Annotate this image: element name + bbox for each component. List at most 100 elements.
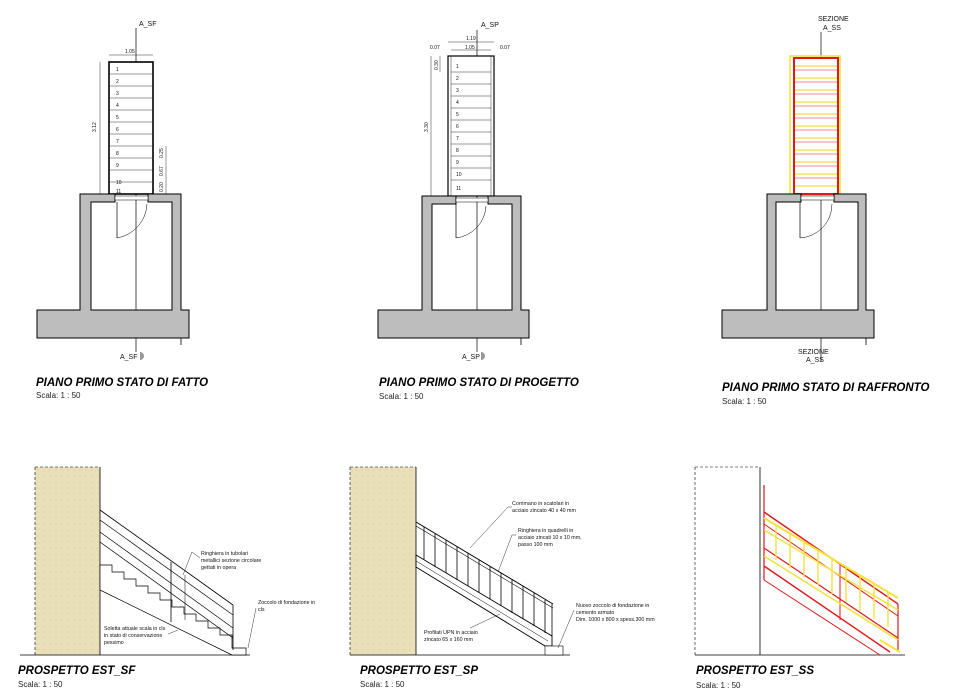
svg-text:gettati in opera: gettati in opera [201,565,236,571]
svg-text:cemento armato: cemento armato [576,610,614,616]
handrail [415,521,554,605]
wall-section [36,193,190,339]
plan-title: PIANO PRIMO STATO DI RAFFRONTO [722,382,929,394]
svg-text:2: 2 [116,79,119,85]
dim-c: 0.20 [159,182,165,192]
elevation-est-sp: Corrimano in scatolari in acciaio zincat… [349,466,655,689]
wall-section [721,193,875,339]
railing-balusters [423,527,553,637]
note-slab: Soletta attuale scala in cls in stato di… [104,626,166,646]
new-plinth [544,645,564,656]
svg-text:5: 5 [116,115,119,121]
svg-text:11: 11 [456,186,461,192]
svg-text:Soletta attuale scala in cls: Soletta attuale scala in cls [104,626,166,632]
section-label-top: A_SF [139,21,157,28]
dim-length: 3.12 [92,122,98,132]
svg-text:8: 8 [456,148,459,154]
svg-text:cls: cls [258,607,265,613]
section-label-bottom-1: SEZIONE [798,349,829,356]
svg-text:9: 9 [456,160,459,166]
svg-text:Corrimano in scatolari in: Corrimano in scatolari in [512,501,569,507]
svg-text:Ringhiera in quadrelli in: Ringhiera in quadrelli in [518,528,573,534]
plan-scale: Scala: 1 : 50 [36,391,81,400]
section-arrow-icon [481,352,485,360]
svg-text:acciaio zincati 10 x 10 mm,: acciaio zincati 10 x 10 mm, [518,535,582,541]
railing-top [99,509,234,606]
svg-text:11: 11 [116,189,121,195]
svg-text:3: 3 [456,88,459,94]
plan-stato-di-raffronto: SEZIONE A_SS SEZIONE A_SS PIANO PRIMO ST… [721,16,929,406]
svg-text:pessimo: pessimo [104,640,124,646]
svg-text:acciaio zincato 40 x 40 mm: acciaio zincato 40 x 40 mm [512,508,576,514]
dim-length: 3.30 [424,122,430,132]
elevation-scale: Scala: 1 : 50 [18,680,63,689]
concrete-stair [99,564,247,656]
dim-a: 0.25 [159,148,165,158]
note-plinth: Nuovo zoccolo di fondazione in cemento a… [576,603,655,623]
section-arrow-icon [140,352,144,360]
wall-elevation [35,467,100,655]
stair-treads [110,73,152,183]
svg-text:Ringhiera in tubolari: Ringhiera in tubolari [201,551,248,557]
plan-stato-di-progetto: A_SP A_SP 1 2 3 4 5 6 7 8 9 10 11 1.19 1.05 0… [377,22,579,401]
dim-b: 0.67 [159,166,165,176]
elevation-title: PROSPETTO EST_SS [696,665,814,677]
stair-treads-demolition [795,69,837,179]
plan-scale: Scala: 1 : 50 [379,392,424,401]
svg-text:Zoccolo di fondazione in: Zoccolo di fondazione in [258,600,315,606]
elevation-scale: Scala: 1 : 50 [360,680,405,689]
section-label-bottom: A_SF [120,354,138,361]
stair-treads-new [795,65,837,187]
note-railing: Ringhiera in quadrelli in acciaio zincat… [518,528,582,548]
svg-text:1: 1 [456,64,459,70]
svg-text:in stato di conservazione: in stato di conservazione [104,633,162,639]
svg-text:Dim. 1000 x 800 x spess.300 mm: Dim. 1000 x 800 x spess.300 mm [576,617,655,623]
svg-text:10: 10 [116,180,122,186]
wall-elevation [350,467,416,655]
svg-text:6: 6 [116,127,119,133]
svg-text:9: 9 [116,163,119,169]
wall-section [377,195,530,339]
dim-left: 0.07 [430,45,440,51]
svg-text:metallici sezione circolare: metallici sezione circolare [201,558,261,564]
note-plinth: Zoccolo di fondazione in cls [258,600,315,613]
plan-stato-di-fatto: A_SF A_SF 12 34 56 78 910 11 1.05 3.12 0… [36,21,208,400]
door-swing [455,205,487,239]
elevation-title: PROSPETTO EST_SF [18,665,136,677]
door-swing [799,203,833,239]
svg-text:5: 5 [456,112,459,118]
svg-text:4: 4 [456,100,459,106]
dim-tread: 0.30 [434,60,440,70]
plan-scale: Scala: 1 : 50 [722,397,767,406]
svg-text:4: 4 [116,103,119,109]
plan-title: PIANO PRIMO STATO DI PROGETTO [379,377,579,389]
section-label-top: A_SP [481,22,499,29]
svg-text:3: 3 [116,91,119,97]
svg-text:passo 100 mm: passo 100 mm [518,542,553,548]
new-overlay [763,517,901,653]
svg-text:7: 7 [116,139,119,145]
plan-title: PIANO PRIMO STATO DI FATTO [36,377,208,389]
svg-text:10: 10 [456,172,462,178]
section-label-top-2: A_SS [823,25,841,32]
note-handrail: Corrimano in scatolari in acciaio zincat… [512,501,576,514]
dim-total: 1.19 [466,36,476,42]
svg-text:7: 7 [456,136,459,142]
section-label-bottom: A_SP [462,354,480,361]
step-numbers: 12 34 56 78 910 11 [116,67,122,195]
svg-text:Profilati UPN in acciaio: Profilati UPN in acciaio [424,630,478,636]
elevation-scale: Scala: 1 : 50 [696,681,741,690]
svg-text:6: 6 [456,124,459,130]
section-label-bottom-2: A_SS [806,357,824,364]
note-profiles: Profilati UPN in acciaio zincato 65 x 16… [424,630,478,643]
svg-text:2: 2 [456,76,459,82]
svg-text:Nuovo zoccolo di fondazione in: Nuovo zoccolo di fondazione in [576,603,649,609]
step-numbers: 1 2 3 4 5 6 7 8 9 10 11 [456,64,462,192]
elevation-est-sf: Ringhiera in tubolari metallici sezione … [18,466,315,689]
dim-width: 1.05 [465,45,475,51]
note-railing: Ringhiera in tubolari metallici sezione … [201,551,261,571]
dim-width: 1.05 [125,49,135,55]
svg-text:1: 1 [116,67,119,73]
stair-treads [451,71,491,181]
